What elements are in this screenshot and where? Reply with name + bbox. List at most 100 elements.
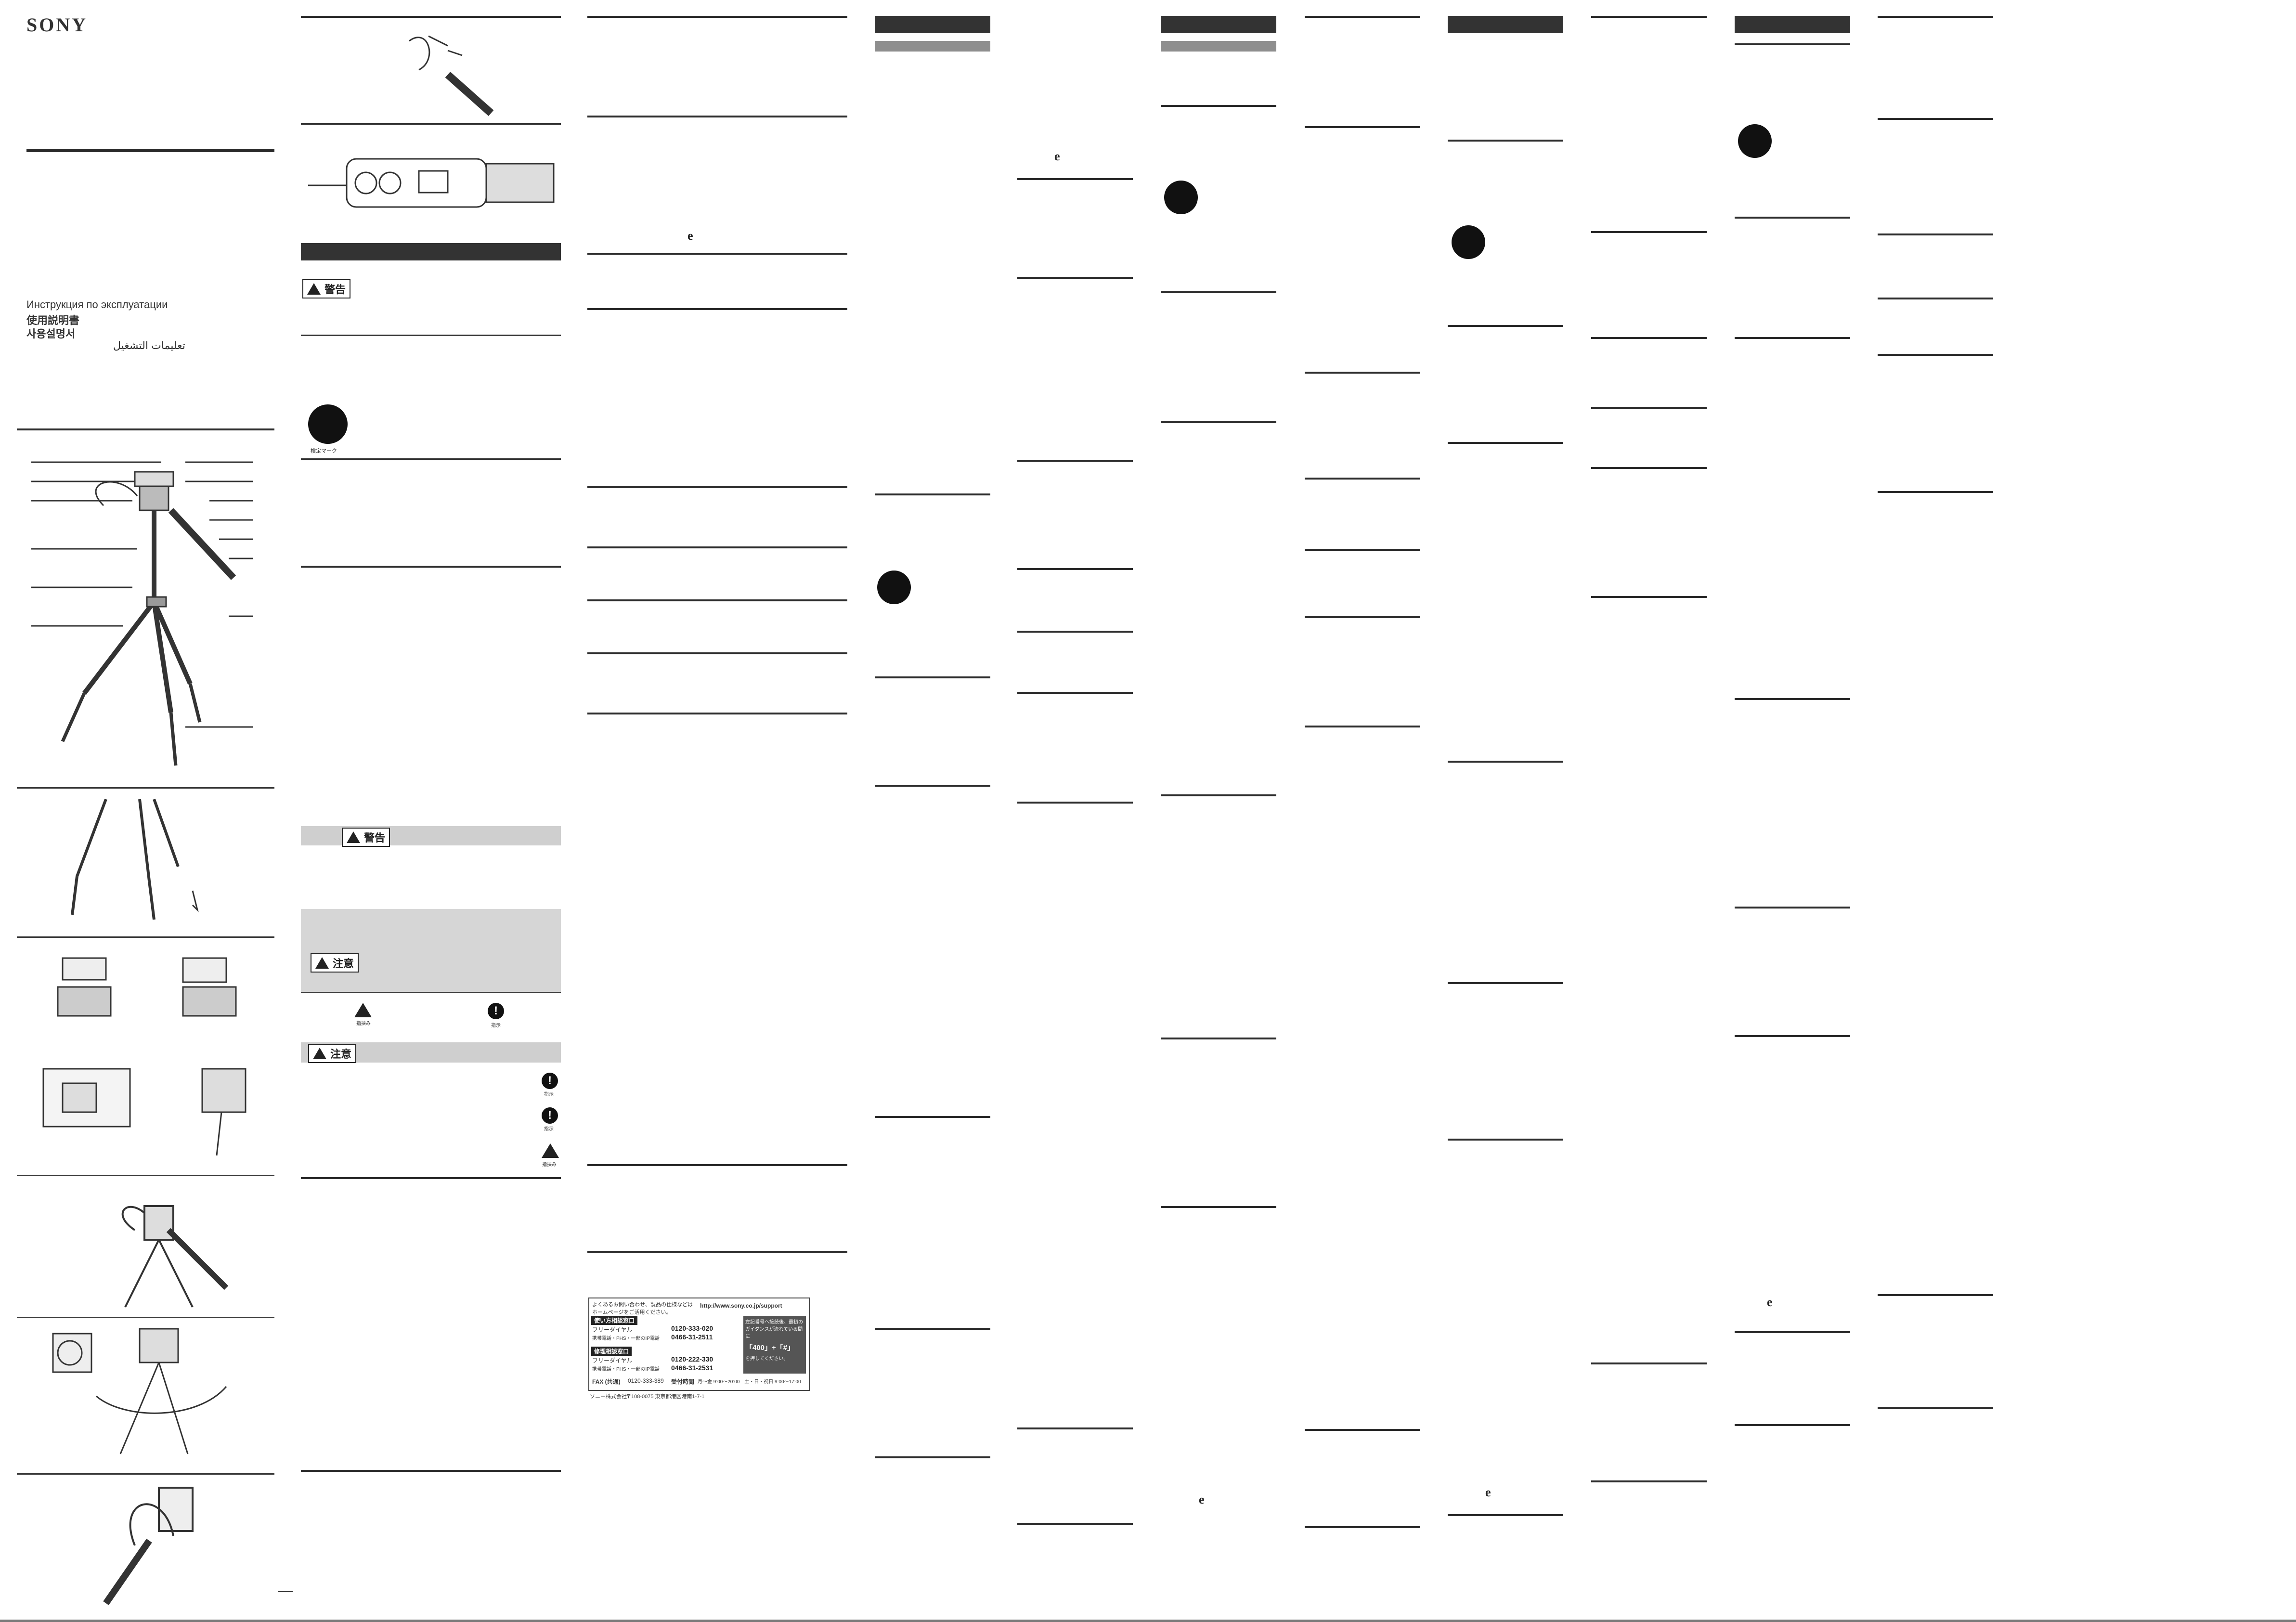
rule xyxy=(1878,16,1993,18)
rule xyxy=(1305,549,1420,551)
rule xyxy=(1017,631,1133,633)
language-header-bar xyxy=(1735,16,1850,33)
usage-free-label: フリーダイヤル xyxy=(592,1326,633,1333)
caution-text: 注意 xyxy=(330,1048,352,1060)
rule xyxy=(1735,43,1850,45)
instruction-caption: 指示 xyxy=(544,1092,554,1097)
rule xyxy=(1735,1035,1850,1037)
rule xyxy=(1017,1427,1133,1429)
fax-label: FAX (共通) xyxy=(592,1378,621,1385)
rule xyxy=(587,546,847,548)
instruction-caption: 指示 xyxy=(544,1127,554,1132)
rule xyxy=(1305,616,1420,618)
superscript-e: e xyxy=(688,229,693,243)
repair-free-label: フリーダイヤル xyxy=(592,1357,633,1364)
pinch-icon xyxy=(542,1143,559,1158)
rule xyxy=(1448,1514,1563,1516)
rule xyxy=(1161,105,1276,107)
rule xyxy=(301,992,561,993)
repair-section-tag: 修理相談窓口 xyxy=(591,1347,632,1356)
superscript-e: e xyxy=(1054,149,1060,163)
rule xyxy=(1017,460,1133,462)
guidance-panel: 左記番号へ接続後、最初のガイダンスが流れている間に 「400」+「#」 を押して… xyxy=(743,1316,806,1374)
rule xyxy=(301,123,561,125)
section-header-bar xyxy=(301,243,561,260)
rule xyxy=(1878,234,1993,235)
rule xyxy=(587,16,847,18)
rule xyxy=(1591,1362,1707,1364)
camera-mount-figure xyxy=(29,944,265,1170)
rule xyxy=(875,1328,990,1330)
seal-caption: 検定マーク xyxy=(311,448,337,454)
rule xyxy=(1017,277,1133,279)
rule xyxy=(875,785,990,787)
rule xyxy=(1878,1407,1993,1409)
rule xyxy=(1161,291,1276,293)
divider xyxy=(17,787,274,789)
page-bottom-bar xyxy=(0,1620,2296,1622)
rule xyxy=(1448,442,1563,444)
divider xyxy=(17,936,274,938)
usage-free-number: 0120-333-020 xyxy=(671,1324,713,1332)
rule xyxy=(301,1177,561,1179)
rule xyxy=(1448,761,1563,763)
rule xyxy=(1448,140,1563,142)
guidance-code: 「400」+「#」 xyxy=(745,1344,795,1352)
language-subheader-bar xyxy=(1161,41,1276,52)
language-header-bar xyxy=(1161,16,1276,33)
rule xyxy=(587,486,847,488)
rule xyxy=(1161,794,1276,796)
handle-figure xyxy=(96,1182,241,1312)
caution-label: 注意 xyxy=(308,1044,357,1063)
figure-section-rule xyxy=(17,428,274,430)
rule xyxy=(587,116,847,117)
language-header-bar xyxy=(1448,16,1563,33)
rule xyxy=(301,566,561,568)
warning-label: 警告 xyxy=(342,828,390,847)
divider xyxy=(17,1317,274,1318)
rule xyxy=(1735,217,1850,219)
instruction-icon: ! xyxy=(488,1003,504,1019)
rule xyxy=(875,676,990,678)
rule xyxy=(1305,726,1420,727)
support-url[interactable]: http://www.sony.co.jp/support xyxy=(700,1302,782,1309)
rule xyxy=(1305,372,1420,374)
warning-triangle-icon xyxy=(307,283,321,295)
rule xyxy=(1878,354,1993,356)
warning-triangle-icon xyxy=(315,957,329,969)
rule xyxy=(1305,478,1420,480)
company-address: 〒108-0075 東京都港区港南1-7-1 xyxy=(626,1394,705,1400)
rule xyxy=(1017,692,1133,694)
rule xyxy=(587,1251,847,1253)
company-name: ソニー株式会社 xyxy=(590,1394,627,1400)
language-header-bar xyxy=(875,16,990,33)
rule xyxy=(1448,325,1563,327)
instruction-icon: ! xyxy=(542,1107,558,1124)
superscript-e: e xyxy=(1767,1295,1773,1309)
rule xyxy=(875,1116,990,1118)
inspection-seal-icon xyxy=(877,571,911,604)
rule xyxy=(1161,1206,1276,1208)
vertical-shoot-figure xyxy=(77,1478,221,1608)
rule xyxy=(1878,491,1993,493)
warning-triangle-icon xyxy=(313,1048,326,1059)
warning-text: 警告 xyxy=(364,832,386,844)
rule xyxy=(587,599,847,601)
leg-extend-figure xyxy=(39,794,241,929)
rule xyxy=(587,253,847,255)
inspection-seal-icon xyxy=(1452,225,1485,259)
instruction-caption: 指示 xyxy=(491,1023,501,1028)
rule xyxy=(1305,16,1420,18)
pinch-icon xyxy=(354,1003,372,1017)
rule xyxy=(875,493,990,495)
usage-mobile-number: 0466-31-2511 xyxy=(671,1333,713,1341)
pinch-caption: 指挟み xyxy=(542,1162,557,1168)
rotate-figure xyxy=(43,1324,236,1459)
rule xyxy=(1591,16,1707,18)
customer-support-box: よくあるお問い合わせ、製品の仕様などは ホームページをご活用ください。 http… xyxy=(588,1298,810,1391)
inspection-seal-icon xyxy=(1738,124,1772,158)
rule xyxy=(1161,1038,1276,1039)
divider xyxy=(17,1175,274,1176)
caution-text: 注意 xyxy=(333,958,354,970)
remote-controls-figure xyxy=(308,144,558,221)
